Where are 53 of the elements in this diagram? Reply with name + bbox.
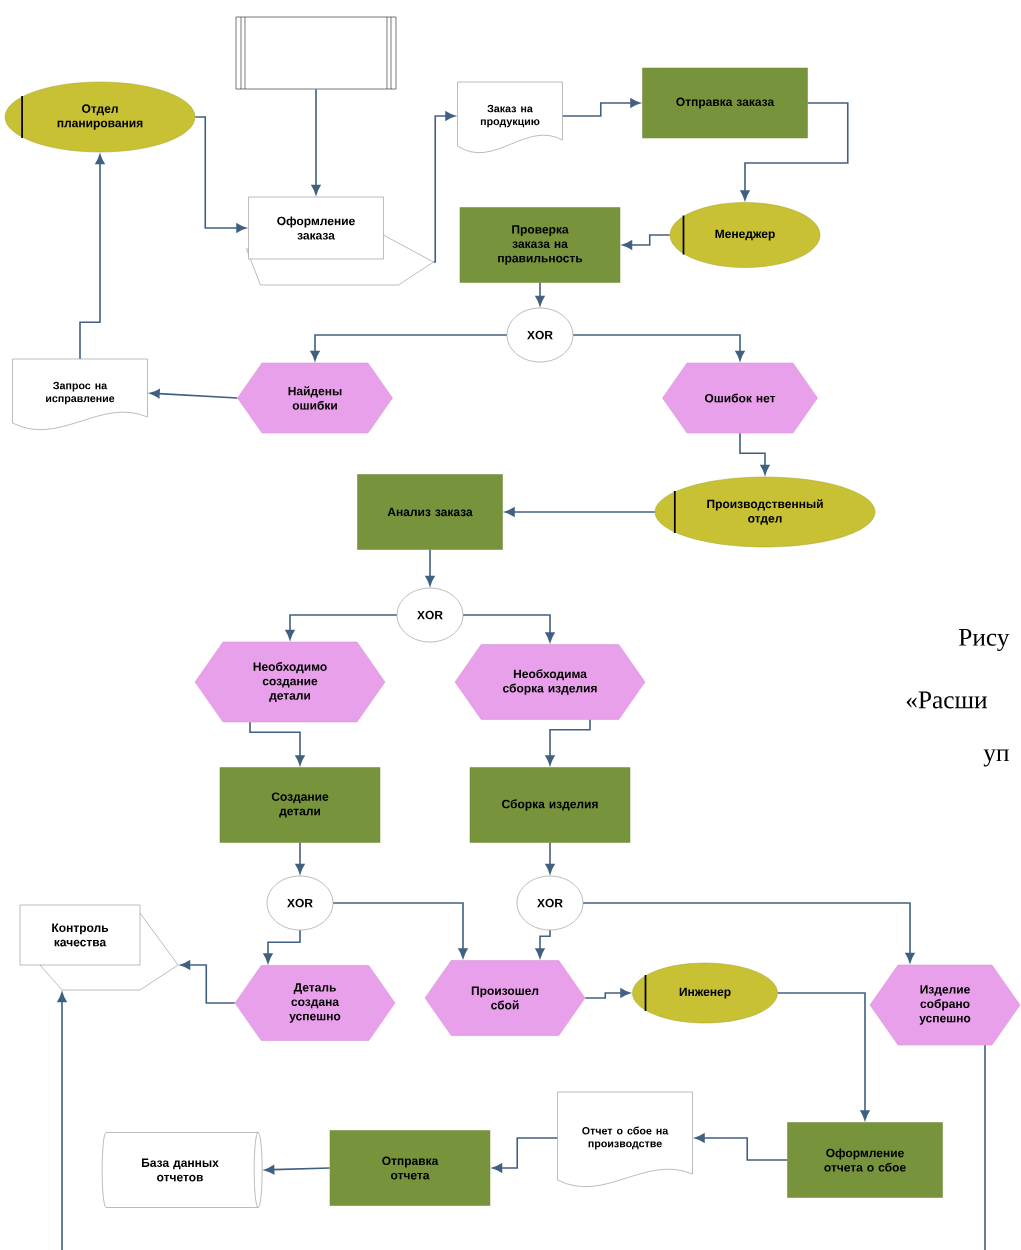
document-box: Оформление заказа bbox=[246, 196, 434, 286]
arrow bbox=[57, 992, 67, 1250]
arrow bbox=[561, 98, 641, 117]
caption-text: Рису bbox=[959, 629, 1010, 652]
arrow bbox=[584, 988, 631, 999]
arrow bbox=[149, 389, 239, 399]
arrow bbox=[740, 102, 849, 201]
arrow bbox=[332, 902, 468, 959]
arrow bbox=[694, 1133, 789, 1161]
arrow bbox=[535, 929, 551, 959]
caption-text: «Расши bbox=[906, 691, 987, 709]
function-box: Создание детали bbox=[219, 767, 381, 843]
arrow bbox=[739, 432, 770, 475]
arrow bbox=[264, 1165, 331, 1175]
arrow bbox=[310, 334, 508, 361]
arrow bbox=[504, 507, 656, 517]
arrow bbox=[545, 841, 555, 874]
arrow bbox=[582, 902, 915, 963]
arrow bbox=[462, 614, 555, 643]
arrow bbox=[249, 721, 305, 766]
arrow bbox=[194, 116, 247, 233]
database-cylinder: База данных отчетов bbox=[101, 1132, 263, 1208]
event-hexagon: Необходима сборка изделия bbox=[454, 644, 646, 720]
arrow bbox=[311, 88, 321, 195]
arrow bbox=[79, 154, 105, 360]
arrow bbox=[180, 960, 236, 1004]
system-box bbox=[235, 16, 397, 90]
arrow bbox=[295, 841, 305, 874]
document-box: Контроль качества bbox=[19, 904, 179, 991]
arrow bbox=[535, 281, 545, 306]
function-box: Отправка заказа bbox=[642, 67, 808, 139]
arrow bbox=[285, 614, 398, 640]
arrow bbox=[432, 111, 456, 263]
function-box: Сборка изделия bbox=[469, 767, 631, 843]
caption-text: уп bbox=[983, 749, 1009, 767]
arrow bbox=[425, 549, 435, 586]
event-hexagon: Изделие собрано успешно bbox=[869, 964, 1021, 1046]
event-hexagon: Деталь создана успешно bbox=[234, 965, 396, 1041]
function-box: Проверка заказа на правильность bbox=[459, 207, 621, 283]
event-hexagon: Произошел сбой bbox=[424, 960, 586, 1036]
function-box: Оформление отчета о сбое bbox=[787, 1122, 943, 1198]
event-hexagon: Найдены ошибки bbox=[237, 362, 393, 434]
arrow bbox=[572, 334, 745, 361]
node-label: Оформление bbox=[277, 216, 355, 228]
arrow bbox=[545, 718, 591, 766]
event-hexagon: Ошибок нет bbox=[662, 362, 818, 434]
function-box: Анализ заказа bbox=[357, 474, 503, 550]
arrow bbox=[622, 234, 671, 250]
arrow bbox=[263, 929, 301, 964]
arrow bbox=[492, 1137, 559, 1173]
arrow bbox=[776, 992, 870, 1121]
function-box: Отправка отчета bbox=[329, 1130, 491, 1206]
event-hexagon: Необходимо создание детали bbox=[194, 641, 386, 723]
